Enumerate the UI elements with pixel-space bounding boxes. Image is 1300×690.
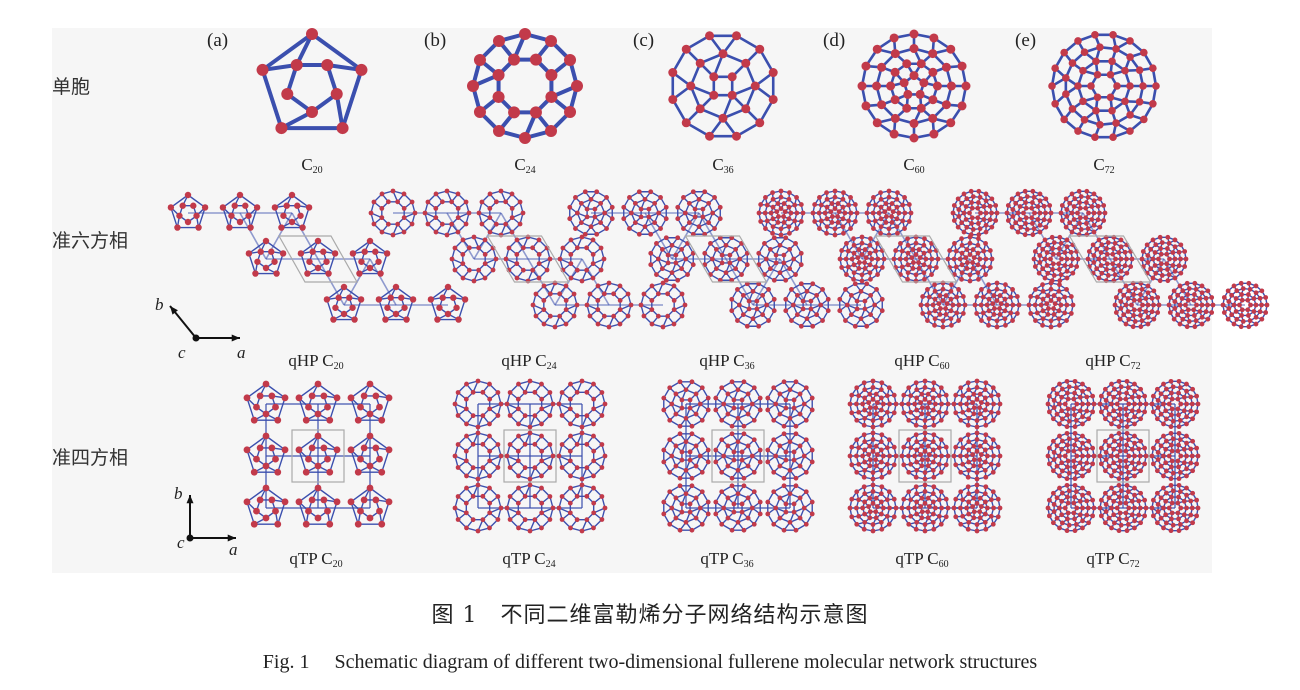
qtp-lattice-d <box>847 378 1003 534</box>
caption-english: Fig. 1 Schematic diagram of different tw… <box>262 651 1038 673</box>
unit-cell-name-a: C20 <box>301 155 323 176</box>
tet-axis-c-label: c <box>177 533 185 552</box>
unit-cell-name-d: C60 <box>903 155 925 176</box>
tet-axis-a-label: a <box>229 540 238 559</box>
panel-label-c: (c) <box>633 30 655 51</box>
qhp-lattice-a <box>167 191 469 323</box>
qhp-name-a: qHP C20 <box>288 351 344 372</box>
hex-axis-b-label: b <box>155 295 164 314</box>
qtp-name-c: qTP C36 <box>700 549 754 570</box>
unit-cell-name-e: C72 <box>1093 155 1115 176</box>
panel-label-a: (a) <box>207 30 229 51</box>
qtp-name-d: qTP C60 <box>895 549 949 570</box>
qhp-lattice-e <box>950 188 1270 330</box>
hex-axis-a-label: a <box>237 343 246 362</box>
qtp-lattice-b <box>452 378 608 534</box>
qtp-name-e: qTP C72 <box>1086 549 1140 570</box>
qtp-name-b: qTP C24 <box>502 549 556 570</box>
qhp-name-e: qHP C72 <box>1085 351 1141 372</box>
hex-axis-c-label: c <box>178 343 186 362</box>
hex-axes <box>169 305 240 342</box>
qhp-lattice-d <box>756 188 1076 330</box>
row-label-unit-cell: 单胞 <box>52 76 91 98</box>
panel-label-e: (e) <box>1015 30 1037 51</box>
unit-cell-e <box>1048 30 1160 142</box>
qhp-name-b: qHP C24 <box>501 351 557 372</box>
panel-label-d: (d) <box>823 30 846 51</box>
qtp-name-a: qTP C20 <box>289 549 343 570</box>
qtp-lattice-e <box>1045 378 1201 534</box>
caption-chinese: 图 1 不同二维富勒烯分子网络结构示意图 <box>431 603 869 628</box>
row-label-quasi-hexagonal: 准六方相 <box>52 230 129 252</box>
qhp-name-c: qHP C36 <box>699 351 755 372</box>
panel-label-b: (b) <box>424 30 447 51</box>
row-label-quasi-tetragonal: 准四方相 <box>52 447 129 469</box>
unit-cell-name-c: C36 <box>712 155 734 176</box>
unit-cell-d <box>857 29 971 143</box>
qhp-name-d: qHP C60 <box>894 351 950 372</box>
qtp-lattice-c <box>661 379 815 533</box>
unit-cell-name-b: C24 <box>514 155 536 176</box>
tet-axis-b-label: b <box>174 484 183 503</box>
unit-cell-c <box>668 31 778 141</box>
unit-cell-b <box>467 28 583 144</box>
qtp-lattice-a <box>243 380 393 528</box>
qhp-lattice-b <box>368 188 688 330</box>
unit-cell-a <box>256 28 368 135</box>
tet-axes <box>186 495 236 542</box>
qhp-lattice-c <box>567 189 885 329</box>
